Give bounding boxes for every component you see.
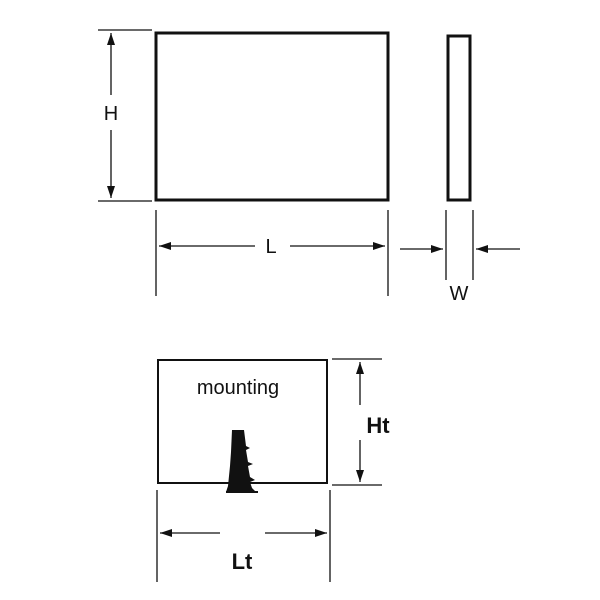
plate-front-view [154,31,390,202]
plate-side-view [446,34,472,202]
length-label: L [265,236,276,258]
height-dimension [98,29,152,202]
height-total-dimension [332,358,382,486]
width-dimension [400,210,520,280]
mounting-peg-icon [226,430,258,493]
mounting-label: mounting [197,377,279,399]
width-label: W [450,283,469,305]
height-label: H [104,103,118,125]
height-total-label: Ht [366,413,390,438]
length-total-dimension [156,490,331,582]
length-total-label: Lt [232,549,253,574]
length-dimension [155,210,389,296]
